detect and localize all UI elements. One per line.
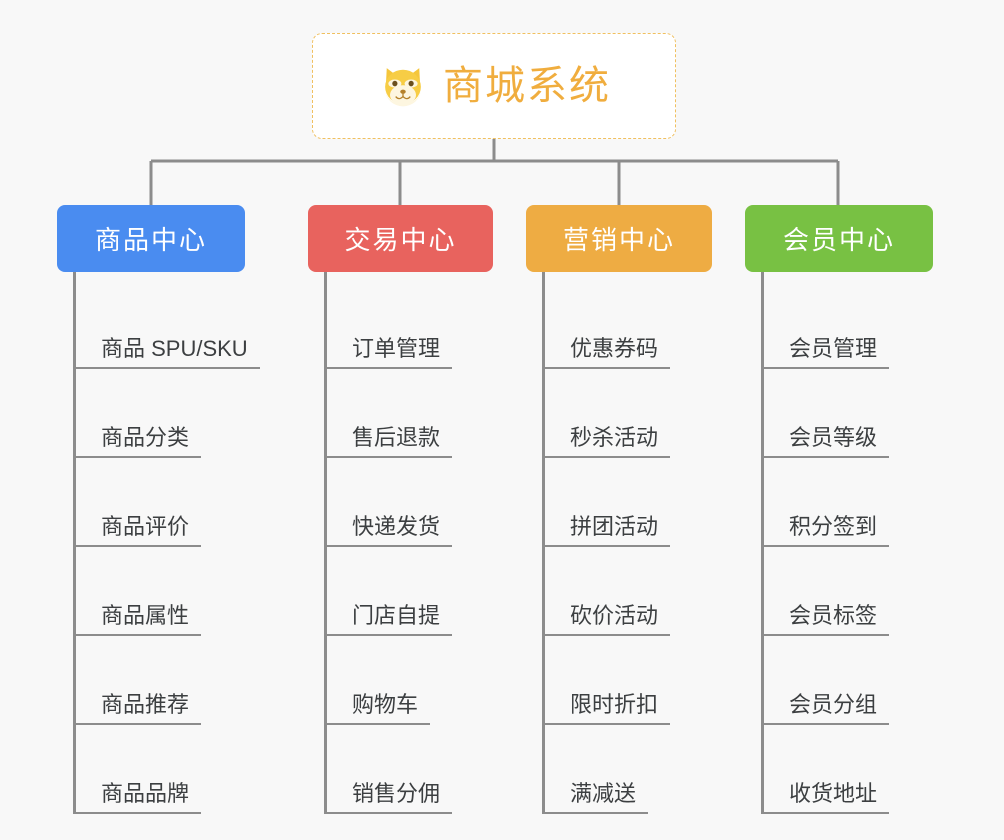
leaf-label: 满减送 <box>542 781 649 814</box>
leaf-label: 会员管理 <box>761 336 890 369</box>
root-node[interactable]: 商城系统 <box>312 33 676 139</box>
leaf-item[interactable]: 商品属性 <box>73 547 245 636</box>
leaf-label: 会员等级 <box>761 425 890 458</box>
leaf-item[interactable]: 商品评价 <box>73 458 245 547</box>
leaf-label: 会员分组 <box>761 692 890 725</box>
leaf-label: 商品 SPU/SKU <box>73 336 260 369</box>
leaf-label: 限时折扣 <box>542 692 671 725</box>
leaf-item[interactable]: 商品分类 <box>73 369 245 458</box>
leaf-label: 销售分佣 <box>324 781 453 814</box>
leaf-item[interactable]: 积分签到 <box>761 458 933 547</box>
root-title: 商城系统 <box>443 64 611 108</box>
leaf-item[interactable]: 购物车 <box>324 636 493 725</box>
leaf-label: 秒杀活动 <box>542 425 671 458</box>
category-column-product: 商品中心 商品 SPU/SKU 商品分类 商品评价 商品属性 商品推荐 <box>57 205 260 814</box>
category-column-marketing: 营销中心 优惠券码 秒杀活动 拼团活动 砍价活动 限时折扣 <box>526 205 712 814</box>
category-label: 会员中心 <box>782 225 895 255</box>
leaf-label: 购物车 <box>324 692 431 725</box>
category-column-member: 会员中心 会员管理 会员等级 积分签到 会员标签 会员分组 <box>745 205 933 814</box>
leaf-label: 订单管理 <box>324 336 453 369</box>
leaf-list-marketing: 优惠券码 秒杀活动 拼团活动 砍价活动 限时折扣 满减送 <box>526 272 712 814</box>
category-box-trade[interactable]: 交易中心 <box>308 205 493 272</box>
leaf-label: 售后退款 <box>324 425 453 458</box>
leaf-spine <box>542 272 545 814</box>
category-column-trade: 交易中心 订单管理 售后退款 快递发货 门店自提 购物车 <box>308 205 493 814</box>
leaf-item[interactable]: 砍价活动 <box>542 547 712 636</box>
leaf-item[interactable]: 会员管理 <box>761 280 933 369</box>
leaf-label: 门店自提 <box>324 603 453 636</box>
leaf-label: 商品分类 <box>73 425 202 458</box>
leaf-label: 快递发货 <box>324 514 453 547</box>
leaf-item[interactable]: 商品推荐 <box>73 636 245 725</box>
leaf-item[interactable]: 限时折扣 <box>542 636 712 725</box>
leaf-item[interactable]: 满减送 <box>542 725 712 814</box>
leaf-item[interactable]: 会员等级 <box>761 369 933 458</box>
leaf-label: 优惠券码 <box>542 336 671 369</box>
leaf-item[interactable]: 会员分组 <box>761 636 933 725</box>
leaf-item[interactable]: 秒杀活动 <box>542 369 712 458</box>
leaf-label: 会员标签 <box>761 603 890 636</box>
category-box-marketing[interactable]: 营销中心 <box>526 205 712 272</box>
leaf-label: 商品属性 <box>73 603 202 636</box>
leaf-label: 拼团活动 <box>542 514 671 547</box>
category-label: 商品中心 <box>94 225 207 255</box>
leaf-item[interactable]: 会员标签 <box>761 547 933 636</box>
leaf-label: 收货地址 <box>761 781 890 814</box>
leaf-label: 商品品牌 <box>73 781 202 814</box>
category-box-member[interactable]: 会员中心 <box>745 205 933 272</box>
leaf-spine <box>324 272 327 814</box>
leaf-item[interactable]: 收货地址 <box>761 725 933 814</box>
leaf-label: 商品推荐 <box>73 692 202 725</box>
leaf-label: 商品评价 <box>73 514 202 547</box>
leaf-item[interactable]: 快递发货 <box>324 458 493 547</box>
leaf-item[interactable]: 售后退款 <box>324 369 493 458</box>
leaf-item[interactable]: 订单管理 <box>324 280 493 369</box>
leaf-label: 砍价活动 <box>542 603 671 636</box>
leaf-item[interactable]: 商品 SPU/SKU <box>73 280 260 369</box>
category-box-product[interactable]: 商品中心 <box>57 205 245 272</box>
leaf-item[interactable]: 优惠券码 <box>542 280 712 369</box>
leaf-item[interactable]: 销售分佣 <box>324 725 493 814</box>
leaf-list-trade: 订单管理 售后退款 快递发货 门店自提 购物车 销售分佣 <box>308 272 493 814</box>
category-label: 交易中心 <box>344 225 457 255</box>
leaf-item[interactable]: 门店自提 <box>324 547 493 636</box>
leaf-item[interactable]: 商品品牌 <box>73 725 245 814</box>
leaf-spine <box>761 272 764 814</box>
leaf-spine <box>73 272 76 814</box>
leaf-list-product: 商品 SPU/SKU 商品分类 商品评价 商品属性 商品推荐 商品品牌 <box>57 272 260 814</box>
shiba-dog-face-icon <box>377 60 429 112</box>
leaf-item[interactable]: 拼团活动 <box>542 458 712 547</box>
leaf-label: 积分签到 <box>761 514 890 547</box>
leaf-list-member: 会员管理 会员等级 积分签到 会员标签 会员分组 收货地址 <box>745 272 933 814</box>
category-label: 营销中心 <box>562 225 675 255</box>
